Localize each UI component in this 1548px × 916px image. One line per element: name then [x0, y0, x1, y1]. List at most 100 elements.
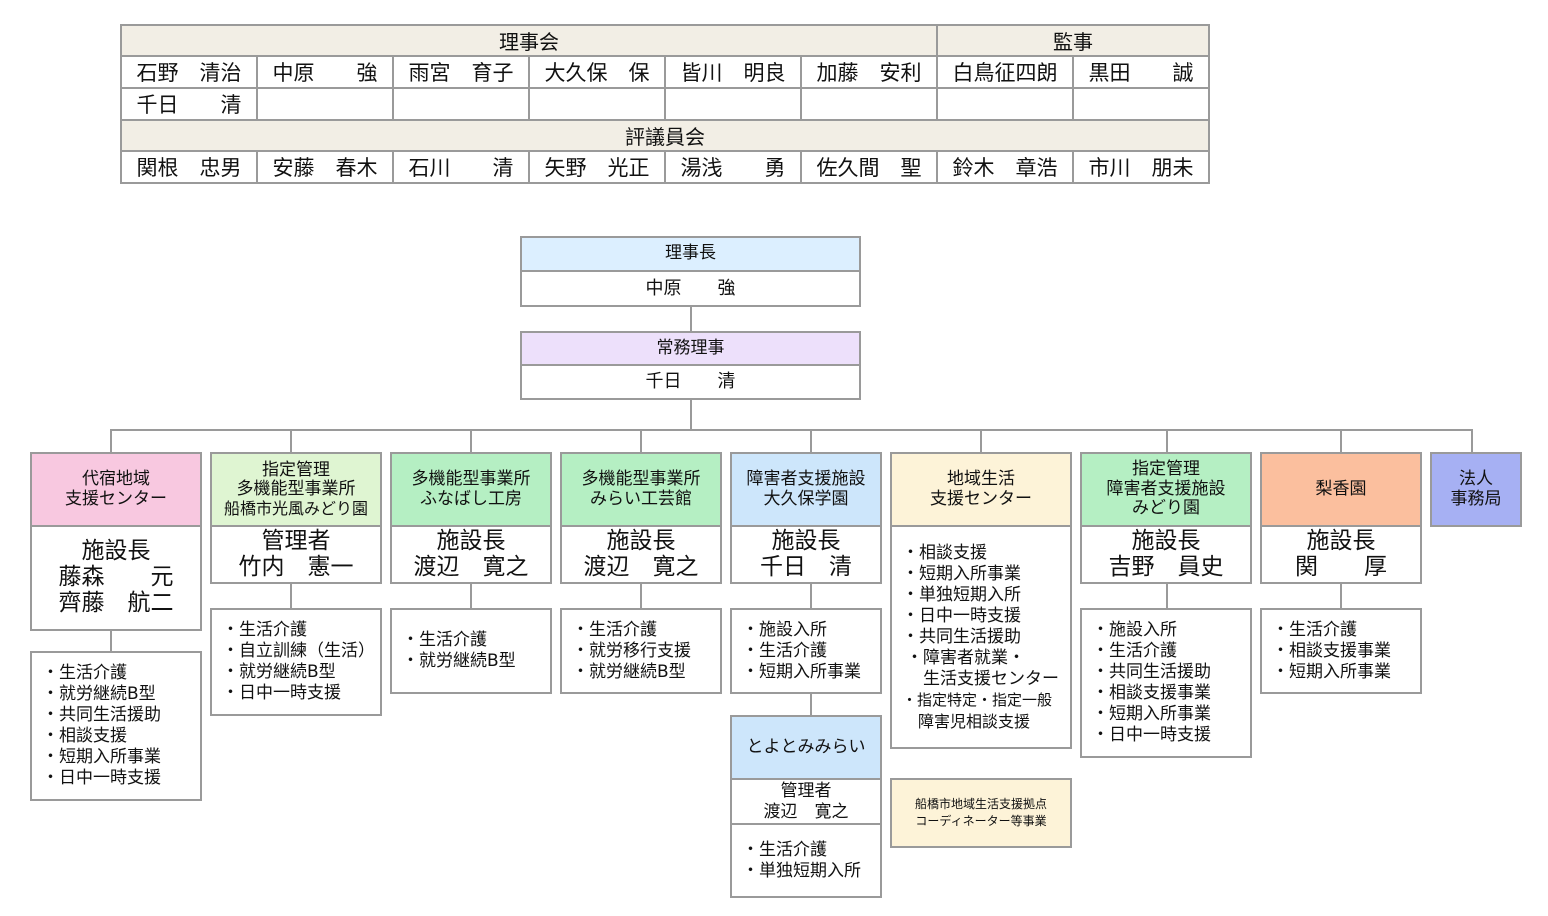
- councilor-name: 鈴木 章浩: [936, 150, 1074, 184]
- service-item: ・共同生活援助: [42, 705, 161, 725]
- head-name: 千日 清: [760, 553, 852, 580]
- managing-director-title-text: 常務理事: [656, 337, 725, 358]
- head-role: 管理者: [780, 781, 832, 802]
- councilor-name: 関根 忠男: [120, 150, 258, 184]
- service-item: ・障害者就業・: [906, 647, 1025, 668]
- facility-head-funabashi-kobo: 施設長 渡辺 寛之: [390, 525, 552, 584]
- facility-head-mirai-kogeikan: 施設長 渡辺 寛之: [560, 525, 722, 584]
- service-item: 障害児相談支援: [902, 711, 1031, 731]
- facility-header-line: 事務局: [1450, 488, 1502, 509]
- councilor-name: 湯浅 勇: [664, 150, 802, 184]
- service-item: ・短期入所事業: [1272, 661, 1391, 682]
- facility-header-line: 船橋市光風みどり園: [223, 498, 368, 518]
- facility-header-line: みらい工芸館: [590, 488, 692, 509]
- councilor-name: 石川 清: [392, 150, 530, 184]
- facility-head-daijuku: 施設長 藤森 元 齊藤 航二: [30, 525, 202, 631]
- service-item: ・短期入所事業: [42, 747, 161, 767]
- service-item: ・日中一時支援: [1092, 725, 1211, 745]
- facility-header-kofu-midorien: 指定管理 多機能型事業所 船橋市光風みどり園: [210, 452, 382, 527]
- connector-line: [810, 693, 812, 716]
- head-name: 竹内 憲一: [238, 553, 354, 580]
- head-role: 施設長: [606, 527, 676, 554]
- head-name: 藤森 元: [58, 564, 174, 591]
- facility-header-funabashi-kobo: 多機能型事業所 ふなばし工房: [390, 452, 552, 527]
- chairman-name-text: 中原 強: [645, 277, 736, 299]
- facility-head-midorien: 施設長 吉野 員史: [1080, 525, 1252, 584]
- service-item: ・共同生活援助: [1092, 662, 1211, 682]
- managing-director-name: 千日 清: [520, 364, 861, 400]
- councilors-label: 評議員会: [120, 119, 1210, 152]
- services-list-okubo-gakuen: ・施設入所 ・生活介護 ・短期入所事業: [730, 608, 882, 694]
- service-item: ・短期入所事業: [902, 563, 1021, 584]
- service-item: ・生活介護: [572, 619, 657, 640]
- facility-header-okubo-gakuen: 障害者支援施設 大久保学園: [730, 452, 882, 527]
- services-list-kofu-midorien: ・生活介護 ・自立訓練（生活） ・就労継続B型 ・日中一時支援: [210, 608, 382, 716]
- service-item: ・共同生活援助: [902, 626, 1021, 647]
- board-of-directors-label: 理事会: [120, 24, 938, 57]
- connector-line: [1340, 583, 1342, 609]
- services-list-chiiki-seikatsu: ・相談支援 ・短期入所事業 ・単独短期入所 ・日中一時支援 ・共同生活援助 ・障…: [890, 525, 1072, 749]
- head-role: 施設長: [1131, 527, 1201, 554]
- connector-line: [470, 583, 472, 609]
- head-role: 施設長: [1306, 527, 1376, 554]
- head-role: 施設長: [81, 538, 151, 565]
- connector-line: [110, 429, 1473, 431]
- service-item: ・日中一時支援: [42, 768, 161, 788]
- connector-line: [640, 583, 642, 609]
- connector-line: [470, 429, 472, 452]
- facility-header-line: 多機能型事業所: [581, 468, 701, 489]
- board-members-table: 理事会 監事 石野 清治 中原 強 雨宮 育子 大久保 保 皆川 明良 加藤 安…: [120, 24, 1210, 184]
- facility-header-hojin-jimukyoku: 法人 事務局: [1430, 452, 1522, 527]
- service-item: ・指定特定・指定一般: [902, 690, 1053, 709]
- coordinator-box: 船橋市地域生活支援拠点 コーディネーター等事業: [890, 778, 1072, 848]
- director-name: 雨宮 育子: [392, 55, 530, 89]
- empty-cell: [936, 87, 1074, 121]
- service-item: ・就労移行支援: [572, 640, 691, 661]
- director-name: 大久保 保: [528, 55, 666, 89]
- councilor-name: 市川 朋未: [1072, 150, 1210, 184]
- chairman-title-text: 理事長: [665, 243, 716, 264]
- head-name: 齊藤 航二: [58, 589, 174, 616]
- head-role: 施設長: [436, 527, 506, 554]
- head-name: 吉野 員史: [1108, 553, 1224, 580]
- auditor-name: 黒田 誠: [1072, 55, 1210, 89]
- facility-header-line: 多機能型事業所: [236, 479, 356, 500]
- empty-cell: [256, 87, 394, 121]
- chairman-name: 中原 強: [520, 270, 861, 307]
- director-name: 石野 清治: [120, 55, 258, 89]
- service-item: ・相談支援: [902, 542, 987, 563]
- services-list-rikoen: ・生活介護 ・相談支援事業 ・短期入所事業: [1260, 608, 1422, 694]
- connector-line: [1471, 429, 1473, 452]
- head-role: 施設長: [771, 527, 841, 554]
- service-item: ・就労継続B型: [402, 651, 516, 671]
- facility-header-midorien: 指定管理 障害者支援施設 みどり園: [1080, 452, 1252, 527]
- facility-header-line: 指定管理: [1132, 459, 1200, 480]
- facility-header-line: 障害者支援施設: [1106, 478, 1226, 499]
- director-name: 千日 清: [120, 87, 258, 121]
- service-item: ・生活介護: [42, 663, 127, 683]
- services-list-mirai-kogeikan: ・生活介護 ・就労移行支援 ・就労継続B型: [560, 608, 722, 694]
- service-item: ・生活介護: [742, 839, 827, 860]
- facility-head-rikoen: 施設長 関 厚: [1260, 525, 1422, 584]
- empty-cell: [1072, 87, 1210, 121]
- managing-director-name-text: 千日 清: [645, 371, 736, 393]
- chairman-title: 理事長: [520, 236, 861, 272]
- services-list-daijuku: ・生活介護 ・就労継続B型 ・共同生活援助 ・相談支援 ・短期入所事業 ・日中一…: [30, 651, 202, 801]
- service-item: ・生活介護: [1272, 619, 1357, 640]
- toyotomi-header-text: とよとみみらい: [746, 736, 866, 757]
- connector-line: [290, 429, 292, 452]
- director-name: 中原 強: [256, 55, 394, 89]
- managing-director-title: 常務理事: [520, 331, 861, 366]
- coordinator-line: コーディネーター等事業: [915, 814, 1047, 828]
- head-name: 渡辺 寛之: [413, 553, 529, 580]
- connector-line: [690, 306, 692, 332]
- service-item: ・生活介護: [402, 630, 487, 650]
- facility-head-kofu-midorien: 管理者 竹内 憲一: [210, 525, 382, 584]
- service-item: ・短期入所事業: [1092, 704, 1211, 724]
- empty-cell: [528, 87, 666, 121]
- councilor-name: 安藤 春木: [256, 150, 394, 184]
- service-item: ・就労継続B型: [42, 684, 156, 704]
- auditors-label: 監事: [936, 24, 1210, 57]
- facility-header-line: みどり園: [1132, 498, 1200, 519]
